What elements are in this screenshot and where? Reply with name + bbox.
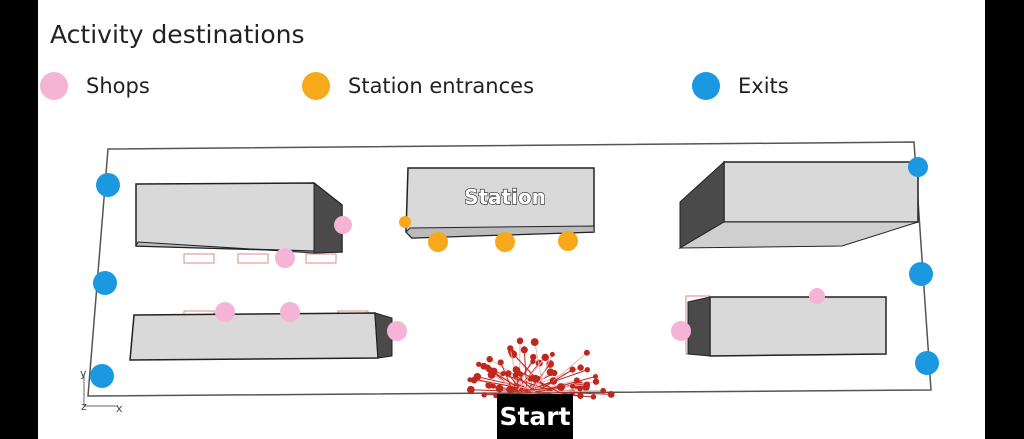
- pedestrian: [541, 353, 549, 362]
- pedestrian-trail: [500, 362, 514, 393]
- pedestrian: [530, 338, 539, 346]
- legend-label-exits: Exits: [738, 74, 789, 98]
- shop-door: [305, 253, 337, 264]
- pedestrian: [530, 358, 536, 365]
- shop-marker: [275, 248, 295, 268]
- pedestrian: [466, 385, 475, 394]
- pedestrian: [577, 364, 584, 371]
- page-title: Activity destinations: [50, 20, 305, 49]
- shop-door: [183, 253, 215, 264]
- pedestrian: [490, 383, 497, 389]
- axis-x-label: x: [116, 402, 123, 415]
- pedestrian-trail: [515, 374, 537, 393]
- exit-marker: [915, 351, 939, 375]
- entrance-marker: [495, 232, 515, 252]
- pedestrian: [569, 383, 576, 389]
- pedestrian: [600, 387, 606, 394]
- pedestrian: [530, 353, 537, 361]
- pedestrian: [486, 356, 493, 363]
- entrance-marker: [399, 216, 411, 228]
- pedestrian: [592, 378, 600, 385]
- pedestrian: [520, 346, 528, 354]
- axis-z-label: z: [81, 400, 87, 413]
- pedestrian: [535, 359, 543, 367]
- pedestrian-trail: [530, 390, 604, 393]
- pedestrian-trail: [540, 352, 588, 393]
- exit-marker: [96, 173, 120, 197]
- pedestrian: [512, 366, 520, 373]
- pedestrian: [480, 362, 488, 370]
- start-label: Start: [497, 394, 573, 439]
- pedestrian-trail: [536, 369, 573, 393]
- pedestrian: [590, 394, 597, 400]
- pedestrian: [487, 370, 496, 379]
- pedestrian-trail: [538, 376, 596, 393]
- shop-marker: [387, 321, 407, 341]
- pedestrian: [549, 351, 555, 357]
- shop-marker: [334, 216, 352, 234]
- exit-markers: [90, 157, 939, 388]
- legend-item-station-entrances: Station entrances: [302, 68, 534, 104]
- legend-label-shops: Shops: [86, 74, 150, 98]
- building-bottom-left: [129, 312, 393, 361]
- building-bottom-right: [685, 295, 887, 357]
- legend-item-shops: Shops: [40, 68, 150, 104]
- pedestrian-trail: [553, 391, 581, 397]
- station-building: Station: [405, 167, 595, 239]
- legend-item-exits: Exits: [692, 68, 789, 104]
- exit-marker: [93, 271, 117, 295]
- shop-marker: [809, 288, 825, 304]
- building-top-right: [678, 160, 919, 249]
- pedestrian-trail: [484, 391, 552, 396]
- pedestrian: [512, 372, 519, 379]
- pedestrian-trail: [534, 354, 553, 393]
- legend-label-station-entrances: Station entrances: [348, 74, 535, 98]
- pedestrian: [471, 376, 478, 383]
- pedestrian: [534, 375, 541, 383]
- pedestrian: [607, 390, 615, 398]
- exit-dot-icon: [692, 72, 720, 100]
- pedestrian-trail: [515, 357, 546, 393]
- pedestrian-trail: [518, 340, 521, 393]
- pedestrian-crowd: [466, 337, 615, 400]
- entrance-marker: [558, 231, 578, 251]
- exit-marker: [908, 157, 928, 177]
- pedestrian: [584, 367, 591, 373]
- pedestrian: [577, 386, 583, 392]
- pedestrian: [546, 368, 555, 376]
- pedestrian: [486, 366, 493, 373]
- simulation-frame: Activity destinations Shops Station entr…: [38, 0, 985, 439]
- pedestrian: [497, 359, 504, 366]
- pedestrian: [485, 381, 493, 389]
- floor-plan-scene: Station: [80, 141, 939, 415]
- exit-marker: [909, 262, 933, 286]
- pedestrian-trail: [499, 387, 532, 393]
- shop-door: [237, 253, 269, 264]
- entrance-dot-icon: [302, 72, 330, 100]
- axis-y-label: y: [80, 367, 87, 380]
- pedestrian: [569, 366, 576, 373]
- entrance-marker: [428, 232, 448, 252]
- pedestrian: [476, 361, 482, 367]
- shop-marker: [280, 302, 300, 322]
- shop-marker: [215, 302, 235, 322]
- pedestrian: [507, 345, 514, 352]
- pedestrian-trail: [509, 361, 534, 393]
- shop-dot-icon: [40, 72, 68, 100]
- shop-markers: [215, 216, 825, 341]
- pedestrian: [495, 384, 504, 393]
- exit-marker: [90, 364, 114, 388]
- pedestrian: [593, 373, 599, 380]
- pedestrian: [583, 349, 590, 356]
- shop-marker: [671, 321, 691, 341]
- pedestrian: [516, 337, 524, 345]
- station-label: Station: [464, 185, 546, 209]
- axis-gizmo: y z x: [80, 367, 123, 415]
- building-top-left: [135, 181, 343, 254]
- entrance-markers: [399, 216, 578, 252]
- pedestrian: [583, 381, 591, 388]
- pedestrian: [481, 392, 487, 398]
